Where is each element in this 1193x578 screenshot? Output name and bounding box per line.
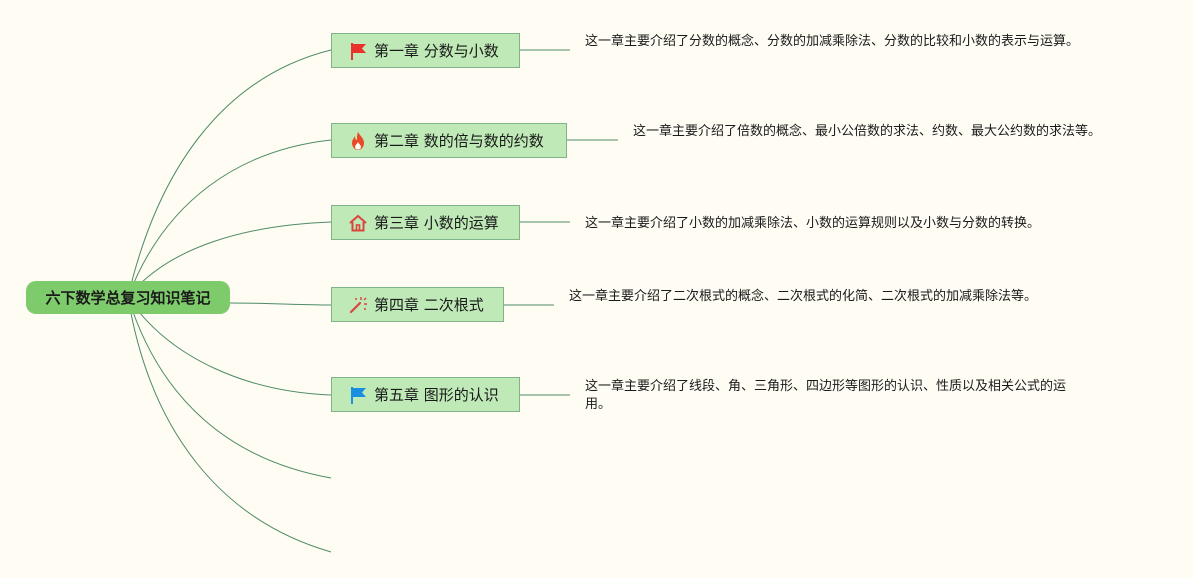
note-chapter-4: 这一章主要介绍了二次根式的概念、二次根式的化简、二次根式的加减乘除法等。: [569, 289, 1038, 304]
topic-chapter-1[interactable]: 第一章 分数与小数: [331, 33, 520, 68]
red-flag-icon: [348, 41, 368, 61]
topic-label: 第二章 数的倍与数的约数: [374, 132, 544, 150]
branch-line-3: [127, 221, 332, 298]
branch-line-6: [127, 296, 332, 479]
root-topic-label: 六下数学总复习知识笔记: [45, 289, 211, 307]
topic-label: 第三章 小数的运算: [374, 214, 499, 232]
note-chapter-1: 这一章主要介绍了分数的概念、分数的加减乘除法、分数的比较和小数的表示与运算。: [585, 34, 1080, 49]
topic-chapter-4[interactable]: 第四章 二次根式: [331, 287, 504, 322]
blue-flag-icon: [348, 385, 368, 405]
note-chapter-5: 这一章主要介绍了线段、角、三角形、四边形等图形的认识、性质以及相关公式的运用。: [585, 379, 1067, 412]
branch-line-1: [127, 49, 332, 298]
topic-label: 第一章 分数与小数: [374, 42, 499, 60]
root-topic[interactable]: 六下数学总复习知识笔记: [26, 281, 230, 314]
branch-line-4: [229, 302, 332, 306]
topic-label: 第五章 图形的认识: [374, 386, 499, 404]
note-chapter-2: 这一章主要介绍了倍数的概念、最小公倍数的求法、约数、最大公约数的求法等。: [633, 124, 1102, 139]
topic-chapter-5[interactable]: 第五章 图形的认识: [331, 377, 520, 412]
topic-chapter-3[interactable]: 第三章 小数的运算: [331, 205, 520, 240]
house-icon: [348, 213, 368, 233]
magic-wand-icon: [348, 295, 368, 315]
fire-icon: [348, 131, 368, 151]
note-chapter-3: 这一章主要介绍了小数的加减乘除法、小数的运算规则以及小数与分数的转换。: [585, 216, 1041, 231]
branch-line-5: [127, 296, 332, 396]
branch-line-2: [127, 139, 332, 298]
topic-chapter-2[interactable]: 第二章 数的倍与数的约数: [331, 123, 567, 158]
branch-line-7: [127, 296, 332, 553]
topic-label: 第四章 二次根式: [374, 296, 484, 314]
